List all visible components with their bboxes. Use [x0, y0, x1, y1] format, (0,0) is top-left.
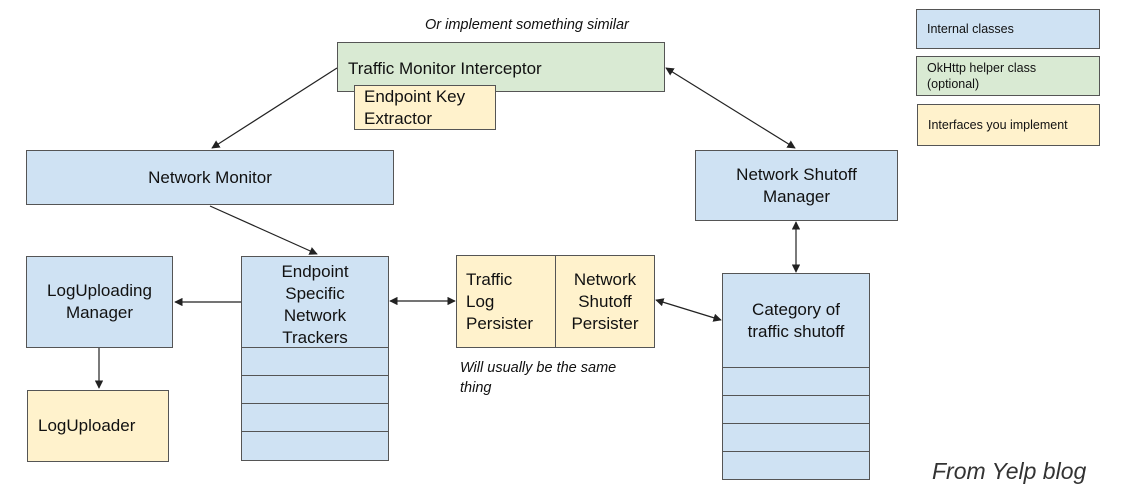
- endpoint-trackers-line-4: Trackers: [282, 328, 348, 347]
- credit-text: From Yelp blog: [932, 458, 1087, 484]
- network-shutoff-persister-line-2: Shutoff: [578, 291, 632, 311]
- same-thing-note-line-1: Will usually be the same: [460, 360, 617, 376]
- same-thing-note-line-2: thing: [460, 380, 492, 396]
- arrow-interceptor-shutoff-manager: [665, 67, 796, 149]
- network-shutoff-manager-line-1: Network Shutoff: [736, 164, 857, 184]
- arrow-interceptor-to-network-monitor: [211, 67, 338, 149]
- network-shutoff-manager-line-2: Manager: [762, 186, 831, 206]
- network-shutoff-manager-box: Network Shutoff Manager: [695, 150, 898, 221]
- traffic-log-persister-line-3: Persister: [466, 313, 534, 333]
- category-traffic-shutoff-line-2: traffic shutoff: [747, 321, 845, 341]
- arrow-monitor-to-trackers: [209, 205, 318, 255]
- endpoint-trackers-box: Endpoint Specific Network Trackers: [241, 256, 389, 348]
- traffic-monitor-interceptor-label: Traffic Monitor Interceptor: [348, 59, 542, 78]
- loguploading-manager-box: LogUploading Manager: [26, 256, 173, 348]
- same-thing-note: Will usually be the same thing: [460, 358, 616, 398]
- category-row: [722, 451, 870, 480]
- legend-okhttp-line-2: (optional): [927, 77, 980, 91]
- endpoint-trackers-line-2: Specific: [285, 284, 345, 303]
- traffic-log-persister-line-2: Log: [466, 291, 495, 311]
- network-shutoff-persister-line-3: Persister: [571, 313, 639, 333]
- legend-internal-classes: Internal classes: [916, 9, 1100, 49]
- endpoint-trackers-line-1: Endpoint: [281, 262, 349, 281]
- legend-internal-label: Internal classes: [927, 22, 1014, 36]
- legend-okhttp-line-1: OkHttp helper class: [927, 61, 1037, 75]
- endpoint-key-extractor-line-2: Extractor: [364, 108, 433, 128]
- loguploading-manager-line-2: Manager: [65, 303, 134, 322]
- legend-interfaces: Interfaces you implement: [917, 104, 1100, 146]
- endpoint-key-extractor-box: Endpoint Key Extractor: [354, 85, 496, 130]
- loguploader-label: LogUploader: [38, 416, 136, 435]
- endpoint-key-extractor-line-1: Endpoint Key: [364, 86, 466, 106]
- traffic-monitor-interceptor-box: Traffic Monitor Interceptor: [337, 42, 665, 92]
- loguploader-box: LogUploader: [27, 390, 169, 462]
- network-monitor-box: Network Monitor: [26, 150, 394, 205]
- network-monitor-label: Network Monitor: [148, 167, 272, 187]
- traffic-log-persister-line-1: Traffic: [466, 269, 513, 289]
- network-shutoff-persister-box: Network Shutoff Persister: [555, 255, 655, 348]
- category-row: [722, 423, 870, 452]
- endpoint-tracker-row: [241, 403, 389, 432]
- loguploading-manager-line-1: LogUploading: [47, 281, 152, 300]
- endpoint-tracker-row: [241, 431, 389, 461]
- legend-interfaces-label: Interfaces you implement: [928, 118, 1068, 132]
- category-traffic-shutoff-line-1: Category of: [752, 299, 840, 319]
- category-traffic-shutoff-box: Category of traffic shutoff: [722, 273, 870, 368]
- network-shutoff-persister-line-1: Network: [573, 269, 637, 289]
- endpoint-tracker-row: [241, 375, 389, 404]
- arrow-persister-category: [655, 298, 722, 322]
- endpoint-trackers-line-3: Network: [283, 306, 347, 325]
- legend-okhttp-helper: OkHttp helper class (optional): [916, 56, 1100, 96]
- top-note: Or implement something similar: [425, 17, 629, 33]
